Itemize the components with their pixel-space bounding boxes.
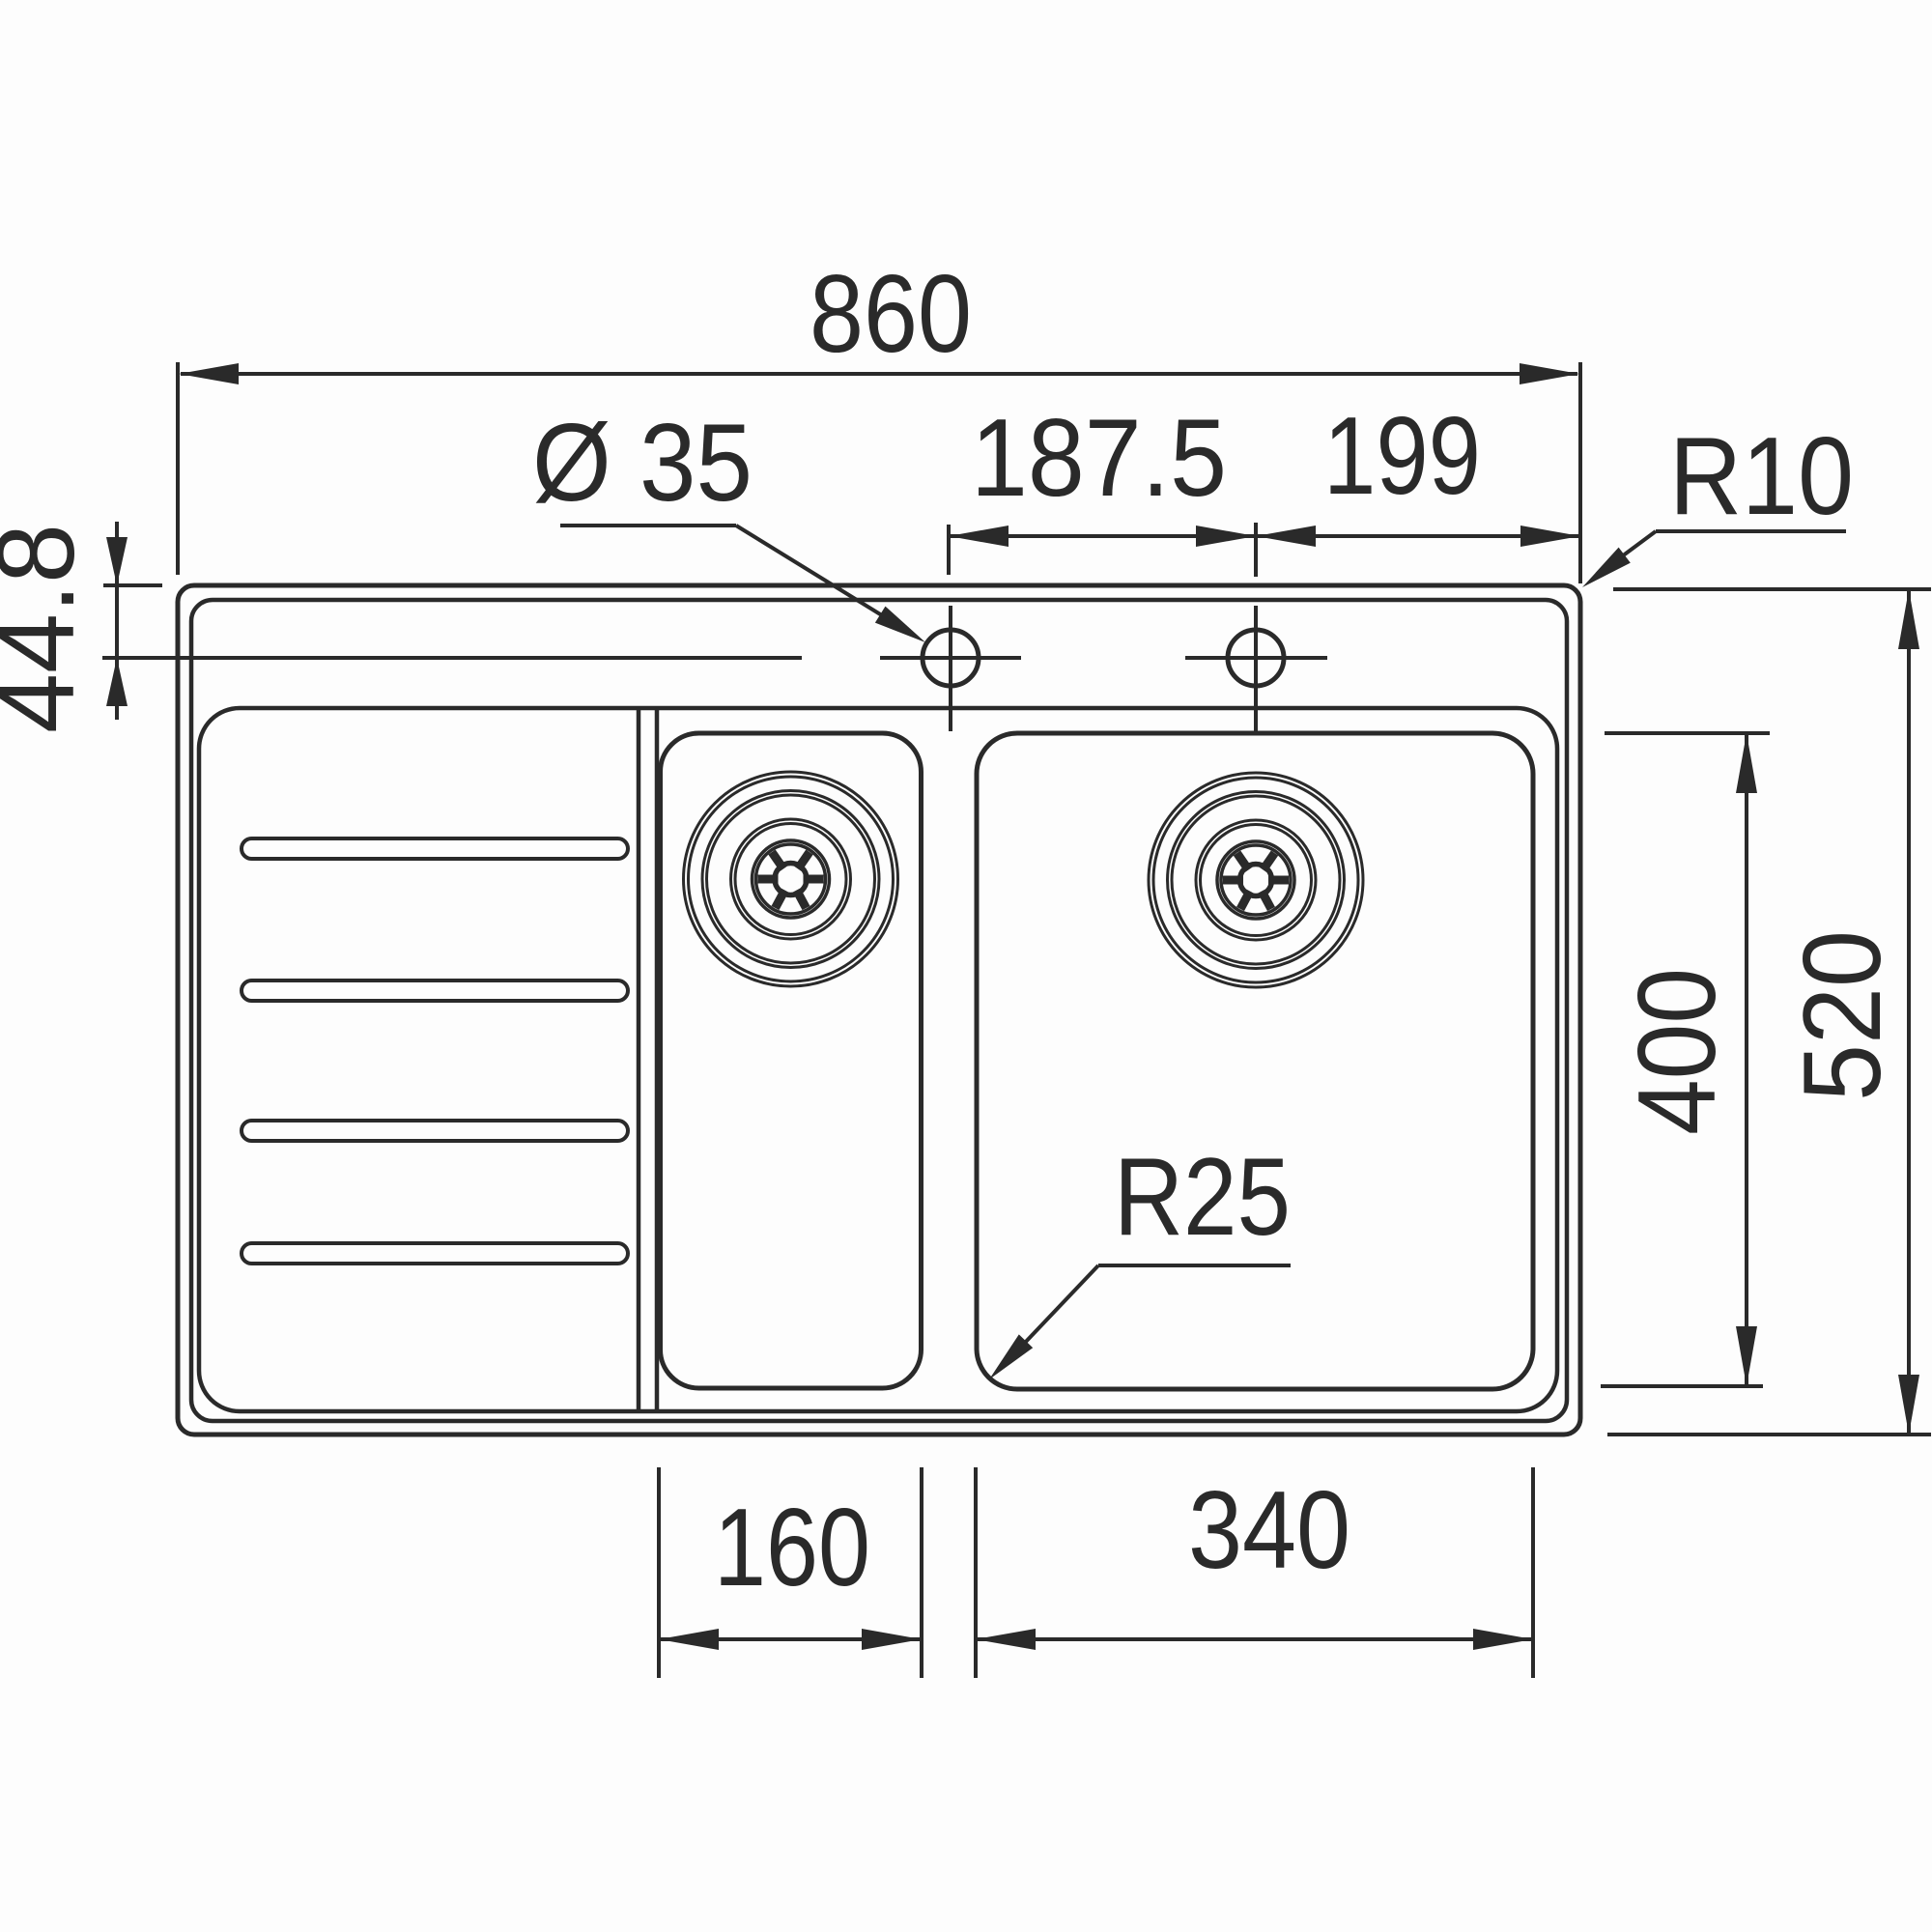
svg-text:R10: R10 bbox=[1669, 415, 1854, 538]
svg-text:520: 520 bbox=[1781, 930, 1904, 1101]
svg-text:160: 160 bbox=[714, 1487, 870, 1609]
svg-text:400: 400 bbox=[1616, 968, 1739, 1135]
svg-text:340: 340 bbox=[1188, 1469, 1350, 1592]
svg-text:R25: R25 bbox=[1114, 1136, 1291, 1259]
svg-text:187.5: 187.5 bbox=[971, 397, 1227, 520]
svg-text:44.8: 44.8 bbox=[0, 524, 98, 733]
svg-text:199: 199 bbox=[1323, 395, 1481, 518]
svg-text:Ø 35: Ø 35 bbox=[532, 402, 753, 525]
svg-text:860: 860 bbox=[810, 253, 972, 376]
